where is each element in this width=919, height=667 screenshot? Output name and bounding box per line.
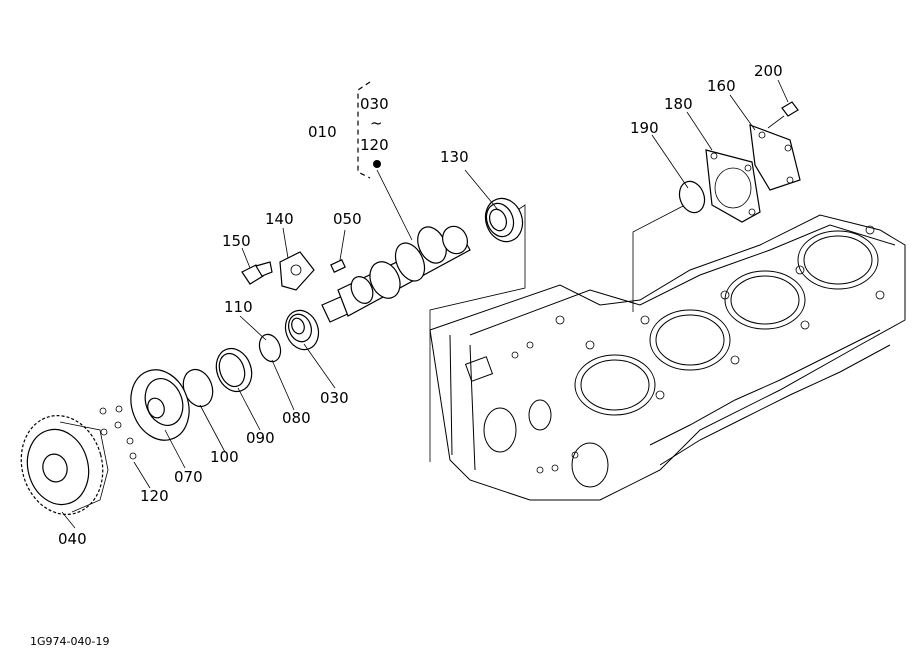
callout-090: 090 [246, 429, 275, 447]
cover-bolt [767, 101, 799, 129]
callout-180: 180 [664, 95, 693, 113]
drawing-code: 1G974-040-19 [30, 635, 109, 648]
key [330, 259, 346, 273]
callout-110: 110 [224, 298, 253, 316]
gasket [705, 149, 761, 223]
callout-200: 200 [754, 62, 783, 80]
group-bottom-label: 120 [360, 136, 389, 154]
leader-190-bracket [632, 204, 686, 312]
leader-130-bracket [429, 204, 526, 462]
callout-140: 140 [265, 210, 294, 228]
camshaft-gear [20, 415, 109, 515]
stopper-plate [279, 251, 315, 291]
callout-130: 130 [440, 148, 469, 166]
callout-150: 150 [222, 232, 251, 250]
gear-hub [130, 369, 190, 441]
camshaft [321, 225, 471, 323]
collar [284, 309, 320, 351]
callout-160: 160 [707, 77, 736, 95]
callout-070: 070 [174, 468, 203, 486]
group-top-label: 030 [360, 95, 389, 113]
callout-040: 040 [58, 530, 87, 548]
engine-block [429, 214, 906, 501]
stopper-bolt [241, 261, 273, 285]
leader-lines [61, 79, 789, 529]
bolt-set [99, 405, 137, 460]
thrust-plate [215, 347, 253, 393]
group-tilde: ~ [370, 114, 383, 132]
camshaft-bearing [484, 197, 524, 243]
callout-120: 120 [140, 487, 169, 505]
group-label: 010 [308, 123, 337, 141]
cover-plate [749, 124, 801, 191]
group-bracket [357, 81, 371, 179]
snap-ring [258, 333, 282, 363]
callout-050: 050 [333, 210, 362, 228]
callout-030: 030 [320, 389, 349, 407]
group-dot [373, 160, 381, 168]
o-ring [678, 180, 706, 214]
callout-190: 190 [630, 119, 659, 137]
callout-100: 100 [210, 448, 239, 466]
callout-080: 080 [282, 409, 311, 427]
